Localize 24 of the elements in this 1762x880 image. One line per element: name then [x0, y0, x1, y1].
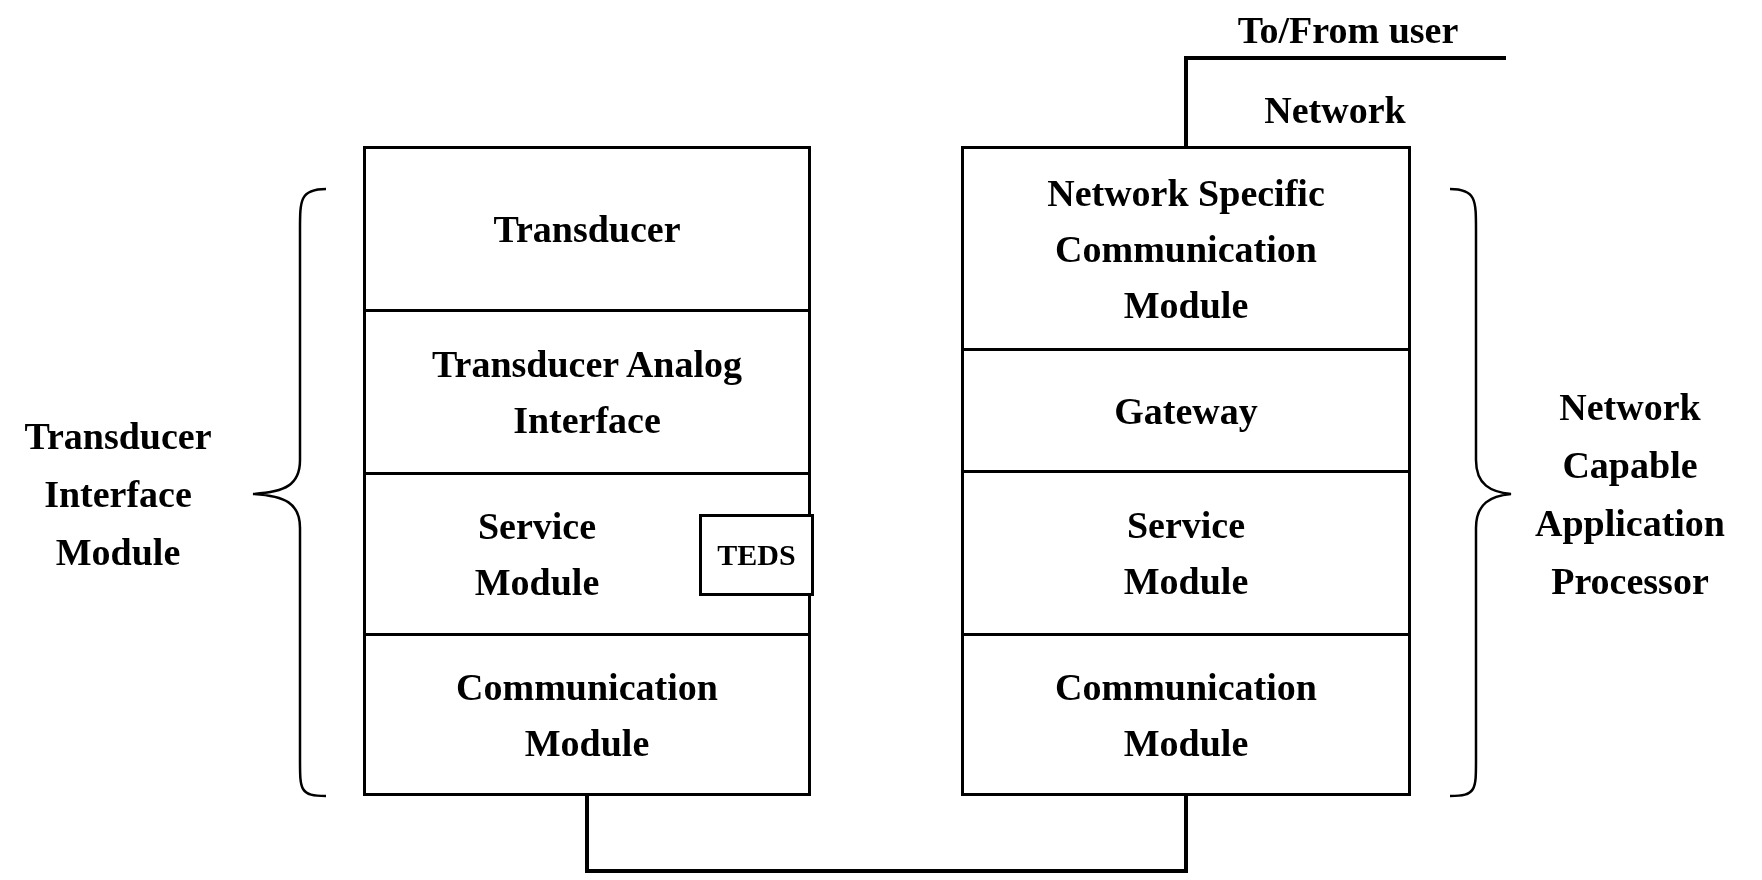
group-label: Network Capable Application Processor — [1533, 385, 1726, 604]
layer-box — [363, 146, 811, 312]
connector-line — [1184, 56, 1506, 146]
box-label: Network Specific Communication Module — [1046, 170, 1326, 328]
box-label: Communication Module — [1054, 664, 1318, 766]
box-label: Service Module — [473, 504, 601, 605]
connector-line — [585, 796, 1188, 873]
layer-box — [961, 348, 1411, 473]
layer-box — [363, 633, 811, 796]
line-label: To/From user — [1236, 8, 1460, 53]
layer-box — [363, 472, 811, 636]
tag-box — [699, 514, 814, 596]
box-label: Gateway — [1113, 388, 1259, 434]
group-label: Transducer Interface Module — [23, 414, 213, 575]
box-label: Transducer — [492, 207, 682, 252]
layer-box — [961, 146, 1411, 351]
box-label: Service Module — [1122, 503, 1250, 604]
box-label: TEDS — [717, 537, 796, 573]
layer-box — [961, 470, 1411, 636]
box-label: Communication Module — [455, 664, 719, 766]
layer-box — [961, 633, 1411, 796]
line-label: Network — [1263, 88, 1407, 133]
layer-box — [363, 309, 811, 475]
box-label: Transducer Analog Interface — [431, 342, 743, 443]
